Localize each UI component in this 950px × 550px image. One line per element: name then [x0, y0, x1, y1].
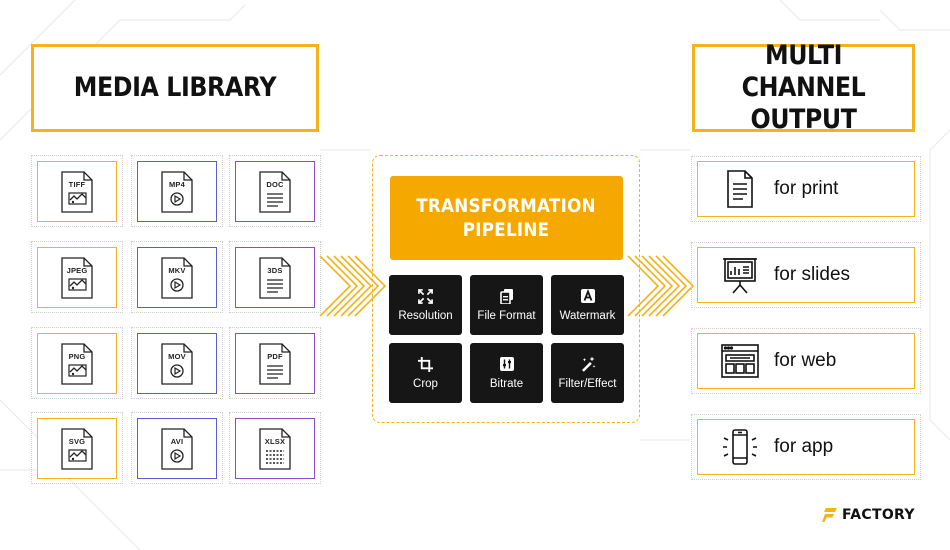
sliders-icon — [499, 356, 515, 372]
file-tile-doc[interactable]: DOC — [229, 155, 321, 227]
media-library-title-text: MEDIA LIBRARY — [73, 72, 277, 103]
magic-wand-icon — [580, 356, 596, 372]
file-stack-icon — [499, 288, 515, 304]
output-card: for print — [697, 161, 915, 217]
brand-name: FACTORY — [842, 507, 915, 523]
file-type-label: SVG — [68, 436, 86, 446]
file-card: MP4 — [137, 161, 217, 222]
chevron-arrow-right-icon — [627, 255, 695, 317]
video-file-icon: MOV — [161, 342, 193, 385]
output-channel-slides[interactable]: for slides — [691, 242, 921, 308]
output-title: MULTI CHANNEL OUTPUT — [692, 40, 915, 135]
letter-a-icon — [580, 288, 596, 304]
file-type-label: TIFF — [68, 179, 86, 189]
expand-icon — [418, 288, 434, 304]
video-file-icon: AVI — [161, 427, 193, 470]
image-file-icon: PNG — [61, 342, 93, 385]
document-icon — [720, 169, 760, 209]
file-card: MKV — [137, 247, 217, 308]
tool-crop[interactable]: Crop — [389, 343, 462, 403]
brand-logo: FACTORY — [822, 504, 915, 526]
presentation-board-icon — [720, 255, 760, 295]
output-channel-app[interactable]: for app — [691, 414, 921, 480]
file-card: MOV — [137, 333, 217, 394]
file-type-label: MOV — [168, 351, 186, 361]
output-card: for app — [697, 419, 915, 475]
image-file-icon: TIFF — [61, 170, 93, 213]
output-channel-web[interactable]: for web — [691, 328, 921, 394]
file-tile-avi[interactable]: AVI — [131, 412, 223, 484]
output-label: for slides — [774, 264, 851, 285]
file-card: PNG — [37, 333, 117, 394]
file-type-label: JPEG — [66, 265, 88, 275]
file-tile-mov[interactable]: MOV — [131, 327, 223, 399]
output-card: for slides — [697, 247, 915, 303]
file-card: JPEG — [37, 247, 117, 308]
crop-icon — [418, 356, 434, 372]
output-label: for print — [774, 178, 839, 199]
file-type-label: AVI — [170, 436, 184, 446]
chevron-arrow-left-icon — [319, 255, 387, 317]
document-file-icon: PDF — [259, 342, 291, 385]
file-tile-jpeg[interactable]: JPEG — [31, 241, 123, 313]
tool-label: Filter/Effect — [558, 378, 617, 390]
document-file-icon: DOC — [259, 170, 291, 213]
tool-resolution[interactable]: Resolution — [389, 275, 462, 335]
file-type-label: MP4 — [168, 179, 186, 189]
file-card: TIFF — [37, 161, 117, 222]
smartphone-icon — [720, 427, 760, 467]
file-card: XLSX — [235, 418, 315, 479]
output-label: for app — [774, 436, 834, 457]
file-type-label: MKV — [168, 265, 186, 275]
file-tile-png[interactable]: PNG — [31, 327, 123, 399]
file-tile-mp4[interactable]: MP4 — [131, 155, 223, 227]
pipeline-title-text: TRANSFORMATION PIPELINE — [416, 195, 597, 241]
file-type-label: DOC — [266, 179, 284, 189]
file-tile-pdf[interactable]: PDF — [229, 327, 321, 399]
tool-label: Watermark — [559, 310, 616, 322]
file-tile-mkv[interactable]: MKV — [131, 241, 223, 313]
output-channel-print[interactable]: for print — [691, 156, 921, 222]
media-library-title: MEDIA LIBRARY — [31, 44, 319, 132]
file-tile-3ds[interactable]: 3DS — [229, 241, 321, 313]
image-file-icon: JPEG — [61, 256, 93, 299]
tool-label: File Format — [477, 310, 536, 322]
output-label: for web — [774, 350, 837, 371]
video-file-icon: MKV — [161, 256, 193, 299]
file-card: SVG — [37, 418, 117, 479]
file-type-label: PNG — [68, 351, 86, 361]
document-file-icon: XLSX — [259, 427, 291, 470]
tool-bitrate[interactable]: Bitrate — [470, 343, 543, 403]
browser-window-icon — [720, 341, 760, 381]
tool-label: Crop — [413, 378, 438, 390]
image-file-icon: SVG — [61, 427, 93, 470]
tool-filter-effect[interactable]: Filter/Effect — [551, 343, 624, 403]
document-file-icon: 3DS — [259, 256, 291, 299]
output-card: for web — [697, 333, 915, 389]
tool-watermark[interactable]: Watermark — [551, 275, 624, 335]
file-card: 3DS — [235, 247, 315, 308]
video-file-icon: MP4 — [161, 170, 193, 213]
file-tile-tiff[interactable]: TIFF — [31, 155, 123, 227]
file-card: PDF — [235, 333, 315, 394]
pipeline-frame — [372, 155, 640, 423]
factory-logo-icon — [822, 508, 837, 522]
tool-label: Bitrate — [489, 378, 524, 390]
file-type-label: PDF — [267, 351, 283, 361]
file-card: AVI — [137, 418, 217, 479]
tool-label: Resolution — [398, 310, 453, 322]
file-tile-svg[interactable]: SVG — [31, 412, 123, 484]
file-tile-xlsx[interactable]: XLSX — [229, 412, 321, 484]
file-card: DOC — [235, 161, 315, 222]
pipeline-title: TRANSFORMATION PIPELINE — [390, 176, 623, 260]
file-type-label: 3DS — [267, 265, 283, 275]
file-type-label: XLSX — [264, 436, 286, 446]
tool-file-format[interactable]: File Format — [470, 275, 543, 335]
output-title-text: MULTI CHANNEL OUTPUT — [741, 40, 866, 135]
